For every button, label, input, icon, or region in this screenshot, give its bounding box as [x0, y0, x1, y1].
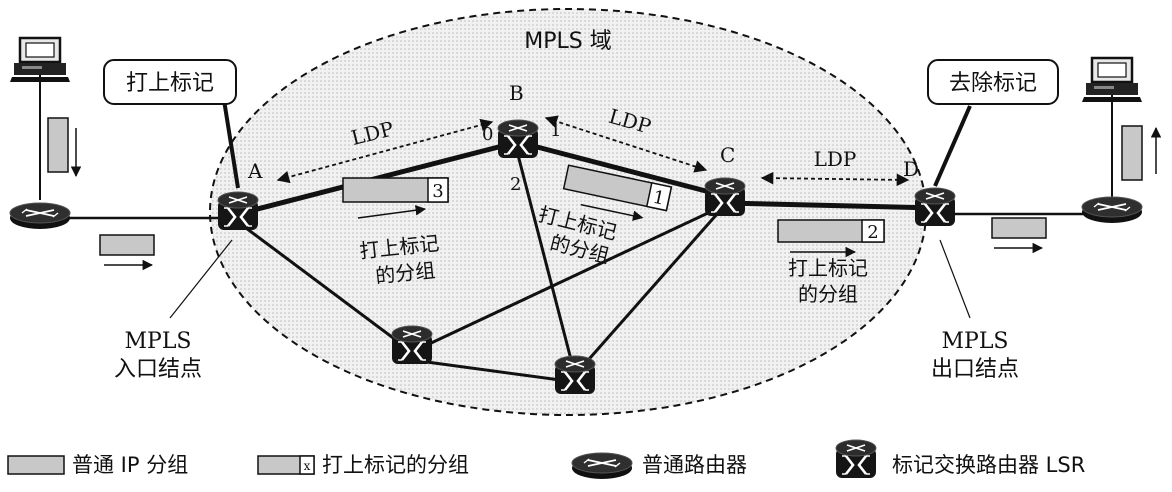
ip-packet-right-vertical: [1121, 125, 1162, 181]
callout-ingress-box: [103, 59, 237, 105]
lsr-icon-C: [703, 176, 747, 218]
link-r1-r2: [411, 358, 576, 384]
packet-label-C-D: 2: [867, 222, 878, 243]
callout-egress-text: 去除标记: [949, 71, 1037, 96]
node-label-B: B: [509, 81, 524, 105]
link-r2-C: [573, 204, 727, 376]
link-A-r1: [237, 220, 413, 354]
callout-egress-box: [927, 59, 1059, 105]
link-B-r2: [516, 154, 577, 376]
router-icon-right: [1081, 196, 1143, 224]
egress-leader-line: [939, 239, 971, 319]
node-label-D: D: [903, 157, 919, 181]
link-r1-C: [411, 203, 726, 354]
router-icon-left: [9, 202, 71, 230]
lsr-icon-A: [216, 190, 260, 232]
lsr-icon-internal-1: [390, 324, 434, 366]
port-label-b1: 1: [550, 120, 561, 141]
legend-ip-packet-swatch: [7, 455, 65, 475]
egress-node-line1: MPLS: [941, 329, 1008, 354]
ip-packet-left: [99, 234, 155, 271]
packet-caption-C-D-line2: 的分组: [798, 282, 858, 306]
ip-packet-left-vertical: [47, 117, 82, 178]
packet-caption-C-D-line1: 打上标记: [788, 256, 868, 280]
legend-lsr-label: 标记交换路由器 LSR: [892, 453, 1085, 477]
ingress-node-line2: 入口结点: [114, 357, 202, 382]
lsr-icon-D: [913, 186, 957, 228]
ip-packet-right: [991, 217, 1047, 254]
legend-labeled-packet-label: 打上标记的分组: [322, 453, 469, 477]
ldp-arrow-A-B: [276, 118, 494, 184]
lsr-icon-internal-2: [553, 354, 597, 396]
ingress-leader-line: [169, 239, 233, 319]
labeled-packet-B-C: 1: [562, 164, 673, 221]
port-label-b0: 0: [482, 124, 493, 145]
domain-title: MPLS 域: [524, 29, 611, 54]
legend-ip-packet-label: 普通 IP 分组: [72, 453, 188, 477]
legend-router-label: 普通路由器: [642, 453, 747, 477]
legend: 普通 IP 分组 x 打上标记的分组 普通路由器 标记交换路由器 LSR: [7, 438, 1085, 480]
callout-pointer-ingress: [222, 99, 240, 189]
legend-router-icon: [571, 452, 633, 480]
node-label-C: C: [720, 143, 735, 167]
ldp-label-C-D: LDP: [814, 147, 857, 171]
legend-labeled-packet-icon-text: x: [304, 459, 311, 473]
legend-lsr-icon: [834, 438, 878, 480]
packet-label-B-C: 1: [651, 187, 667, 210]
callout-ingress-text: 打上标记: [126, 71, 214, 96]
lsr-icon-B: [496, 118, 540, 160]
ldp-arrow-C-D: [760, 171, 910, 187]
link-C-D: [724, 200, 936, 211]
port-label-b2: 2: [510, 174, 521, 195]
egress-node-line2: 出口结点: [931, 357, 1019, 382]
ingress-node-line1: MPLS: [124, 329, 191, 354]
callout-pointer-egress: [933, 105, 972, 187]
node-label-A: A: [247, 159, 263, 183]
labeled-packet-C-D: 2: [777, 219, 885, 258]
packet-label-A-B: 3: [432, 181, 443, 202]
ldp-arrow-B-C: [544, 115, 708, 173]
labeled-packet-A-B: 3: [342, 177, 449, 219]
